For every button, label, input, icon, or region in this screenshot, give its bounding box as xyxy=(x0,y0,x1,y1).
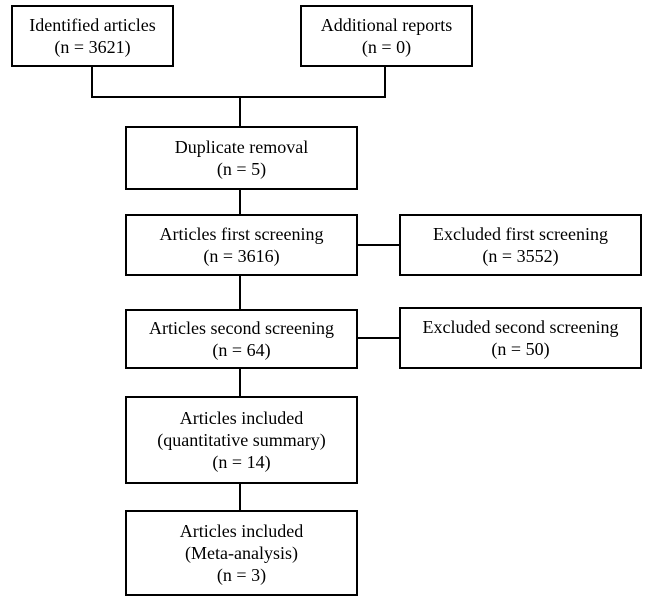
box-duplicate-line-1: Duplicate removal xyxy=(174,137,309,157)
box-quant-line-1: Articles included xyxy=(179,408,304,428)
box-first-line-1: Articles first screening xyxy=(159,224,324,244)
box-additional-line-2: (n = 0) xyxy=(361,37,412,57)
box-quant-line-3: (n = 14) xyxy=(212,452,271,472)
box-duplicate-line-2: (n = 5) xyxy=(216,159,267,179)
box-identified-articles: Identified articles (n = 3621) xyxy=(11,5,174,67)
box-meta-line-2: (Meta-analysis) xyxy=(185,543,298,563)
box-excluded-first-line-2: (n = 3552) xyxy=(482,246,559,266)
box-meta-line-3: (n = 3) xyxy=(216,565,267,585)
box-excluded-first-line-1: Excluded first screening xyxy=(433,224,608,244)
box-additional-line-1: Additional reports xyxy=(320,15,453,35)
box-excluded-first-screening: Excluded first screening (n = 3552) xyxy=(399,214,642,276)
box-excluded-second-screening: Excluded second screening (n = 50) xyxy=(399,307,642,369)
box-second-line-2: (n = 64) xyxy=(212,340,271,360)
box-identified-line-1: Identified articles xyxy=(29,15,156,35)
box-quant-line-2: (quantitative summary) xyxy=(157,430,326,450)
box-meta-line-1: Articles included xyxy=(179,521,304,541)
box-articles-first-screening: Articles first screening (n = 3616) xyxy=(125,214,358,276)
box-articles-included-quantitative: Articles included (quantitative summary)… xyxy=(125,396,358,484)
box-articles-second-screening: Articles second screening (n = 64) xyxy=(125,309,358,369)
box-first-line-2: (n = 3616) xyxy=(203,246,280,266)
box-duplicate-removal: Duplicate removal (n = 5) xyxy=(125,126,358,190)
box-additional-reports: Additional reports (n = 0) xyxy=(300,5,473,67)
box-second-line-1: Articles second screening xyxy=(149,318,334,338)
box-identified-line-2: (n = 3621) xyxy=(54,37,131,57)
box-excluded-second-line-1: Excluded second screening xyxy=(422,317,619,337)
box-articles-included-meta-analysis: Articles included (Meta-analysis) (n = 3… xyxy=(125,510,358,596)
box-excluded-second-line-2: (n = 50) xyxy=(491,339,550,359)
